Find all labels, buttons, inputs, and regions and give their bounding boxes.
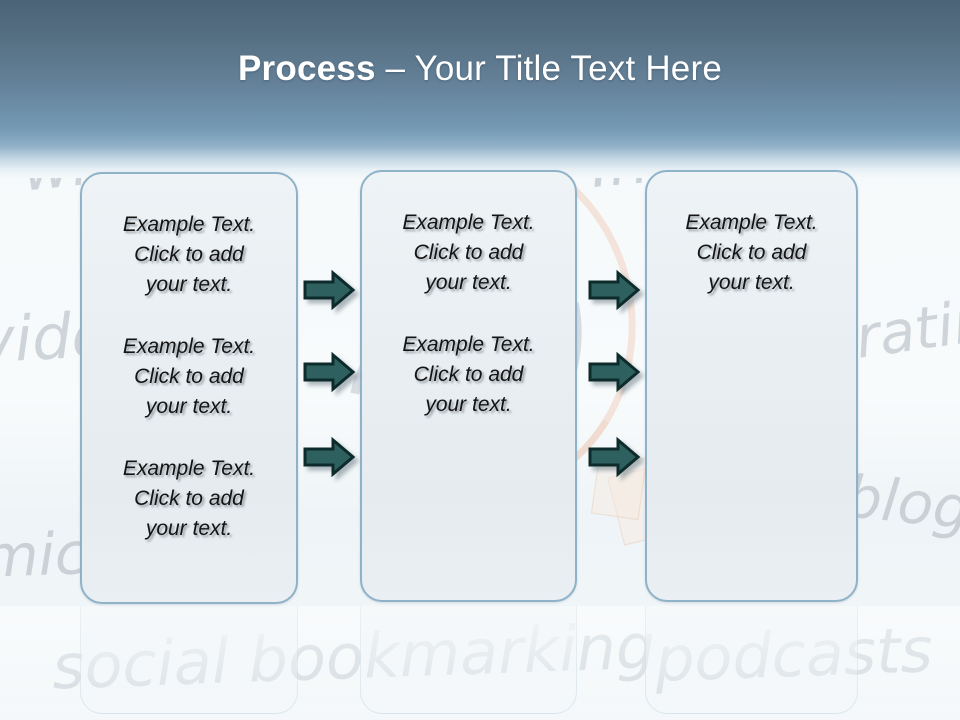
arrow-right-icon [588, 436, 641, 478]
arrow-right-icon [303, 351, 356, 393]
process-box-2-text-1[interactable]: Example Text. Click to add your text. [402, 211, 535, 294]
process-box-1-text-3[interactable]: Example Text. Click to add your text. [122, 457, 256, 540]
process-box-1-text-1[interactable]: Example Text. Click to add your text. [122, 213, 256, 296]
process-box-2[interactable]: Example Text. Click to add your text. Ex… [360, 170, 577, 602]
process-box-3-text-1[interactable]: Example Text. Click to add your text. [685, 211, 818, 294]
process-box-1-text-2[interactable]: Example Text. Click to add your text. [122, 335, 256, 418]
process-box-2-text-2[interactable]: Example Text. Click to add your text. [402, 333, 535, 416]
process-box-3[interactable]: Example Text. Click to add your text. [645, 170, 858, 602]
arrow-right-icon [588, 269, 641, 311]
slide-title-strong: Process [238, 49, 376, 88]
slide-header-band [0, 0, 960, 178]
arrow-right-icon [588, 351, 641, 393]
slide-title: Process – Your Title Text Here [0, 48, 960, 90]
arrow-right-icon [303, 436, 356, 478]
process-box-1[interactable]: Example Text. Click to add your text. Ex… [80, 172, 298, 604]
slide-title-rest: – Your Title Text Here [375, 49, 722, 88]
arrow-right-icon [303, 269, 356, 311]
